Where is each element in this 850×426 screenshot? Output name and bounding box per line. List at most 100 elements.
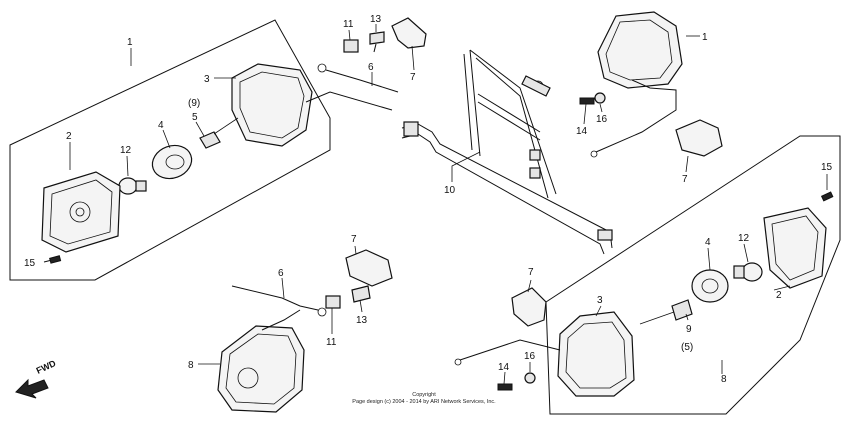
left-housing [231,63,313,147]
callout-11-bottom: 11 [326,337,337,348]
leader-14-top [583,103,587,125]
left-lens [41,171,121,253]
top-clip [343,39,359,53]
callout-1-left: 1 [127,37,133,48]
frame-top-rail-2 [475,57,549,199]
left-bulb [118,177,138,195]
copyright-line-2: Page design (c) 2004 - 2014 by ARI Netwo… [352,399,496,405]
callout-15-left: 15 [24,258,36,269]
bottom-wire-out [261,309,301,331]
copyright-line-1: Copyright [412,392,436,398]
frame-cross-2 [477,101,541,141]
callout-3-left: 3 [204,74,210,85]
callout-8-left: 8 [188,360,194,371]
frame-top-rail [469,49,557,195]
leader-12-right [743,243,749,263]
bottom-housing [217,325,305,413]
right-cover [511,287,547,327]
callout-9-left: (9) [188,98,200,109]
bracket-bar-top [401,123,613,249]
leader-16-top [599,103,603,113]
leader-11-top [348,29,351,41]
left-lens-ring [69,201,91,223]
left-group-outline [9,19,331,281]
right-nut [524,372,536,384]
frame-left-upright-2 [469,49,481,157]
left-light-group [9,19,393,281]
top-bolt-shank [373,43,377,53]
upper-right-light [579,11,723,158]
right-bolt [497,383,513,391]
bottom-housing-inner [225,333,297,405]
callout-labels: 1 3 (9) 5 2 4 12 15 11 13 6 7 10 1 14 16… [24,14,833,385]
frame-cross [477,93,541,133]
left-housing-inner [239,71,305,139]
leader-6-bottom [281,277,285,299]
frame-clamp [521,75,551,97]
callout-14-top: 14 [576,126,588,137]
top-cover [391,17,427,49]
callout-6-bottom: 6 [278,268,284,279]
callout-5-right: (5) [681,342,693,353]
callout-8-right: 8 [721,374,727,385]
callout-14-bottom: 14 [498,362,510,373]
bottom-center-light [217,249,393,413]
callout-13-bottom: 13 [356,315,368,326]
callout-11-top: 11 [343,19,354,30]
top-wiring-parts [317,17,427,93]
callout-1-right: 1 [702,32,708,43]
bracket-bar-bottom [401,133,605,255]
left-reflector-center [165,154,185,170]
leader-7-bottom [354,245,357,255]
upper-right-housing-inner [605,19,673,81]
bottom-wire [231,285,319,311]
top-bolt [369,31,385,45]
top-wire-eye [317,63,327,73]
bottom-wire-eye [317,307,327,317]
callout-7-right-bottom: 7 [528,267,534,278]
callout-10: 10 [444,185,456,196]
upper-right-bolt [579,97,595,105]
left-lens-inner [49,179,113,245]
upper-right-wire-eye [590,150,598,158]
upper-right-housing [597,11,683,89]
left-lens-center [75,207,85,217]
leader-14-bottom [503,371,506,385]
callout-7-mid: 7 [682,174,688,185]
callout-2-left: 2 [66,131,72,142]
top-wire [325,69,399,93]
fwd-indicator: FWD [15,358,58,399]
leader-lines [69,24,828,385]
leader-2-right [773,285,791,291]
leader-4-left [162,129,171,149]
callout-2-right: 2 [776,290,782,301]
callout-16-top: 16 [596,114,608,125]
leader-9-right [685,313,689,321]
frame-clip-2 [529,167,541,179]
leader-7-mid [685,155,689,173]
left-socket-wire [213,117,239,135]
frame-left-upright [463,53,473,151]
left-wire [305,91,393,111]
right-light-group [454,135,841,415]
right-bulb-base [733,265,745,279]
leader-5-left [195,121,205,137]
left-bulb-base [135,180,147,192]
callout-12-right: 12 [738,233,750,244]
left-reflector [151,144,193,180]
leader-13-bottom [359,299,363,313]
bottom-cover [345,249,393,287]
callout-6-top: 6 [368,62,374,73]
callout-13-top: 13 [370,14,382,25]
bottom-lens-ring [237,367,259,389]
left-socket [199,131,221,149]
fwd-label: FWD [35,358,58,376]
leader-3-right [595,305,602,317]
right-housing-inner [565,321,627,389]
right-housing [557,311,635,397]
callout-7-bottom: 7 [351,234,357,245]
copyright-block: Copyright Page design (c) 2004 - 2014 by… [352,392,496,405]
right-reflector [691,269,729,303]
leader-4-right [707,247,711,271]
